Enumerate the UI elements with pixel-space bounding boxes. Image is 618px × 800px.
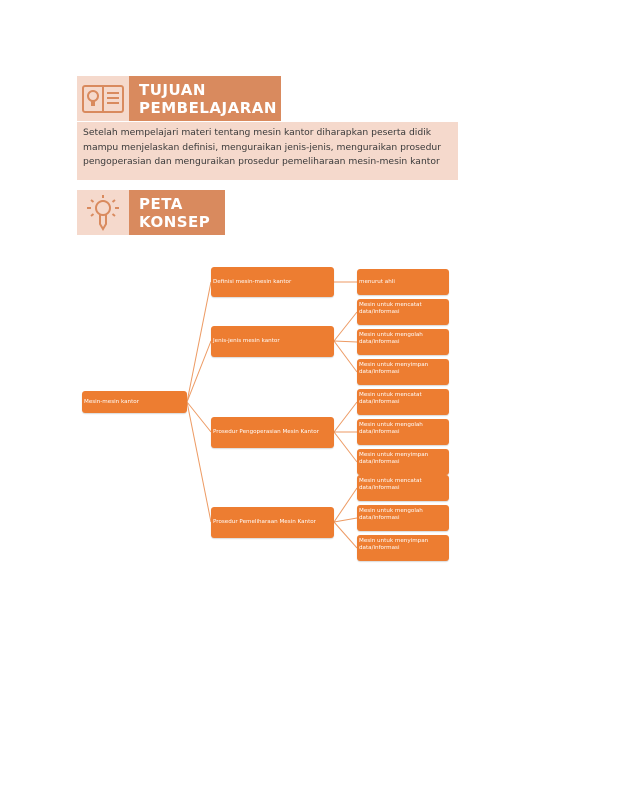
connector-pengoperasian-child-3 <box>333 431 358 463</box>
concept-banner: PETA KONSEP <box>77 190 225 235</box>
leaf-pemeliharaan-3: Mesin untuk menyimpan data/informasi <box>357 535 449 561</box>
connector-jenis-child-1 <box>333 311 358 342</box>
connector-pemeliharaan-child-3 <box>333 521 358 549</box>
objective-title: TUJUAN PEMBELAJARAN <box>129 76 281 121</box>
objective-box: Setelah mempelajari materi tentang mesin… <box>77 122 458 180</box>
concept-title: PETA KONSEP <box>129 190 225 235</box>
objective-banner: TUJUAN PEMBELAJARAN <box>77 76 281 121</box>
branch-definisi: Definisi mesin-mesin kantor <box>211 267 334 297</box>
concept-root: Mesin-mesin kantor <box>82 391 187 413</box>
connector-jenis-child-3 <box>333 340 358 373</box>
leaf-jenis-3: Mesin untuk menyimpan data/informasi <box>357 359 449 385</box>
leaf-pengoperasian-2: Mesin untuk mengolah data/informasi <box>357 419 449 445</box>
connector-root-pengoperasian <box>186 401 212 433</box>
connector-pemeliharaan-child-2 <box>333 517 358 523</box>
leaf-pengoperasian-1: Mesin untuk mencatat data/informasi <box>357 389 449 415</box>
lightbulb-pen-icon <box>77 190 129 235</box>
objective-text: Setelah mempelajari materi tentang mesin… <box>83 127 441 167</box>
connector-pemeliharaan-child-1 <box>333 487 358 523</box>
branch-pengoperasian: Prosedur Pengoperasian Mesin Kantor <box>211 417 334 448</box>
connector-root-definisi <box>186 281 212 403</box>
connector-root-jenis <box>186 340 212 403</box>
leaf-jenis-1: Mesin untuk mencatat data/informasi <box>357 299 449 325</box>
leaf-pengoperasian-3: Mesin untuk menyimpan data/informasi <box>357 449 449 475</box>
branch-pemeliharaan: Prosedur Pemeliharaan Mesin Kantor <box>211 507 334 538</box>
connector-jenis-child-2 <box>333 340 358 343</box>
book-lightbulb-icon <box>77 76 129 121</box>
connector-pengoperasian-child-1 <box>333 401 358 433</box>
leaf-jenis-2: Mesin untuk mengolah data/informasi <box>357 329 449 355</box>
leaf-pemeliharaan-1: Mesin untuk mencatat data/informasi <box>357 475 449 501</box>
connector-root-pemeliharaan <box>186 401 212 523</box>
branch-jenis: Jenis-jenis mesin kantor <box>211 326 334 357</box>
leaf-pemeliharaan-2: Mesin untuk mengolah data/informasi <box>357 505 449 531</box>
leaf-definisi-1: menurut ahli <box>357 269 449 295</box>
